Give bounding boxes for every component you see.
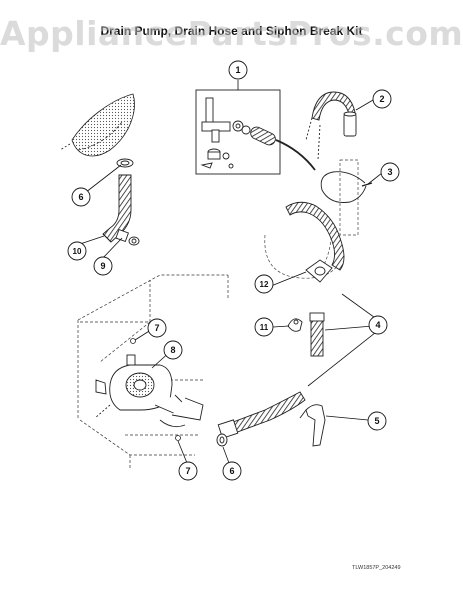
callout-label-7b: 7 [185, 466, 190, 476]
drain-pump [94, 354, 204, 428]
grommet [305, 259, 333, 283]
callout-label-11: 11 [260, 323, 269, 332]
screws [130, 338, 181, 441]
callout-7b [178, 461, 198, 481]
callout-label-12: 12 [260, 280, 269, 289]
callout-5 [367, 411, 387, 431]
callout-6b [222, 461, 242, 481]
callout-label-3: 3 [387, 167, 392, 177]
tub-fragment [59, 93, 135, 157]
callout-label-10: 10 [73, 247, 82, 256]
hose-clip [287, 318, 303, 332]
callout-label-2: 2 [379, 94, 384, 104]
callout-9 [93, 256, 113, 276]
callout-label-1: 1 [235, 65, 240, 75]
drain-hose [217, 201, 345, 439]
callout-label-9: 9 [100, 261, 105, 271]
callout-1 [228, 60, 248, 80]
callout-10 [67, 241, 87, 261]
callout-4 [368, 315, 388, 335]
callout-12 [254, 274, 274, 294]
hose-end-line [275, 139, 316, 171]
diagram-title: Drain Pump, Drain Hose and Siphon Break … [100, 24, 363, 38]
callout-label-5: 5 [374, 416, 379, 426]
callout-labels: 1 2 3 4 5 6 6 7 7 8 9 10 11 12 [73, 65, 393, 476]
callouts [67, 60, 400, 481]
drawing-code: TLW1857P_204249 [352, 565, 401, 571]
callout-label-4: 4 [375, 320, 380, 330]
hose-clamp-bottom [216, 433, 228, 447]
pump-inlet-hose [102, 158, 140, 246]
hose-guide-hook [305, 91, 357, 161]
callout-label-6b: 6 [229, 466, 234, 476]
siphon-break-kit-box [195, 89, 281, 175]
callout-label-6a: 6 [78, 192, 83, 202]
callout-label-8: 8 [170, 345, 175, 355]
callout-7a [147, 318, 167, 338]
hose-hook [299, 404, 326, 447]
callout-2 [372, 89, 392, 109]
tub-curve [264, 234, 341, 279]
callout-3 [380, 162, 400, 182]
callout-8 [163, 340, 183, 360]
callout-11 [254, 317, 274, 337]
callout-label-7a: 7 [154, 323, 159, 333]
hose-strap [320, 171, 373, 203]
callout-6a [71, 187, 91, 207]
connector-hose [309, 312, 325, 357]
